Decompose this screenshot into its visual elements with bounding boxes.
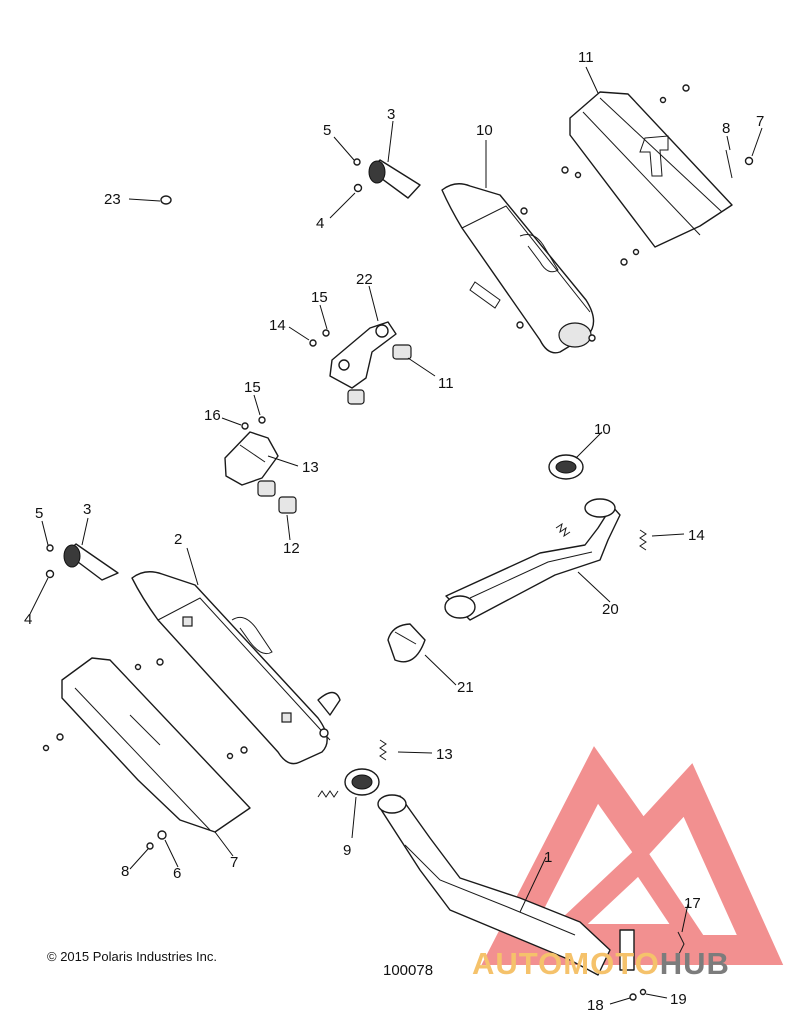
part-11-grommet-lower-b [278,496,297,514]
callout-18: 10 [476,122,493,139]
part-11-grommet-lower-a [257,480,276,497]
part-16-nut [629,993,637,1001]
part-10-gasket-upper [548,454,584,480]
callout-11-lower: 12 [283,540,300,557]
part-1-lower-header-pipe [377,794,685,976]
callout-17: 19 [670,991,687,1008]
callout-21: 21 [457,679,474,696]
callout-6: 7 [230,854,238,871]
callout-11-upper: 11 [438,375,454,392]
part-7-screw-lower [146,842,154,850]
watermark-text: AUTOMOTOHUB [472,946,730,982]
callout-12: 13 [302,459,319,476]
callout-13-upper: 14 [688,527,705,544]
part-4-bolt-lower [45,569,55,579]
part-8-pin-upper [725,149,733,179]
callout-1: 1 [544,849,552,866]
part-13-spring-upper-a [555,522,571,538]
part-14-bolt-upper [309,339,317,347]
part-19-upper-heat-shield [561,84,733,266]
copyright-notice: © 2015 Polaris Industries Inc. [47,949,217,964]
part-15-nut-lower [241,422,249,430]
part-22-bracket [329,321,397,389]
part-13-spring-lower-a [379,739,387,761]
callout-16: 18 [587,997,604,1014]
callout-3-lower: 3 [83,501,91,518]
callout-10-upper: 10 [594,421,611,438]
part-21-clamp [387,623,426,663]
part-8-washer-lower [157,830,167,840]
callout-5-upper: 5 [323,122,331,139]
part-3-tip-upper [368,159,421,199]
callout-20: 20 [602,601,619,618]
part-5-nut-upper [353,158,361,166]
diagram-code: 100078 [383,962,434,979]
callout-15-upper: 15 [311,289,328,306]
part-14-bolt-lower [258,416,266,424]
callout-5-lower: 5 [35,505,43,522]
part-11-grommet-upper-b [347,389,365,405]
callout-14-upper: 14 [269,317,286,334]
part-13-spring-lower-b [317,790,339,798]
callout-23: 23 [104,191,121,208]
part-12-mount [224,431,279,486]
callout-22: 22 [356,271,373,288]
callout-8-lower: 6 [173,865,181,882]
callout-4-upper: 4 [316,215,324,232]
callout-9: 17 [684,895,701,912]
watermark-text-part2: HUB [659,946,730,981]
callout-7-upper: 7 [756,113,764,130]
part-9-flange [619,929,635,971]
part-3-tip-lower [63,543,119,581]
watermark-text-part1: AUTOMOTO [472,946,660,981]
part-7-screw-upper [744,156,754,166]
part-11-grommet-upper-a [392,344,412,360]
callout-2: 2 [174,531,182,548]
callout-8-upper: 8 [722,120,730,137]
part-2-lower-muffler [131,571,341,765]
part-23-washer [160,195,172,205]
callout-14-lower: 15 [244,379,261,396]
part-20-upper-header-pipe [444,498,621,621]
callout-10-lower: 9 [343,842,351,859]
leader-lines [29,66,763,1005]
callout-13-lower: 13 [436,746,453,763]
callout-19: 11 [578,49,594,66]
callout-15-lower: 16 [204,407,221,424]
part-17-stud [639,988,647,996]
part-5-nut-lower [46,544,54,552]
part-15-nut-upper [322,329,330,337]
part-4-bolt-upper [353,183,363,193]
callout-4-lower: 4 [24,611,32,628]
part-10-gasket-lower [344,768,380,796]
callout-7-lower: 8 [121,863,129,880]
part-18-upper-muffler [441,183,596,354]
callout-3-upper: 3 [387,106,395,123]
part-13-spring-upper-b [639,529,647,551]
